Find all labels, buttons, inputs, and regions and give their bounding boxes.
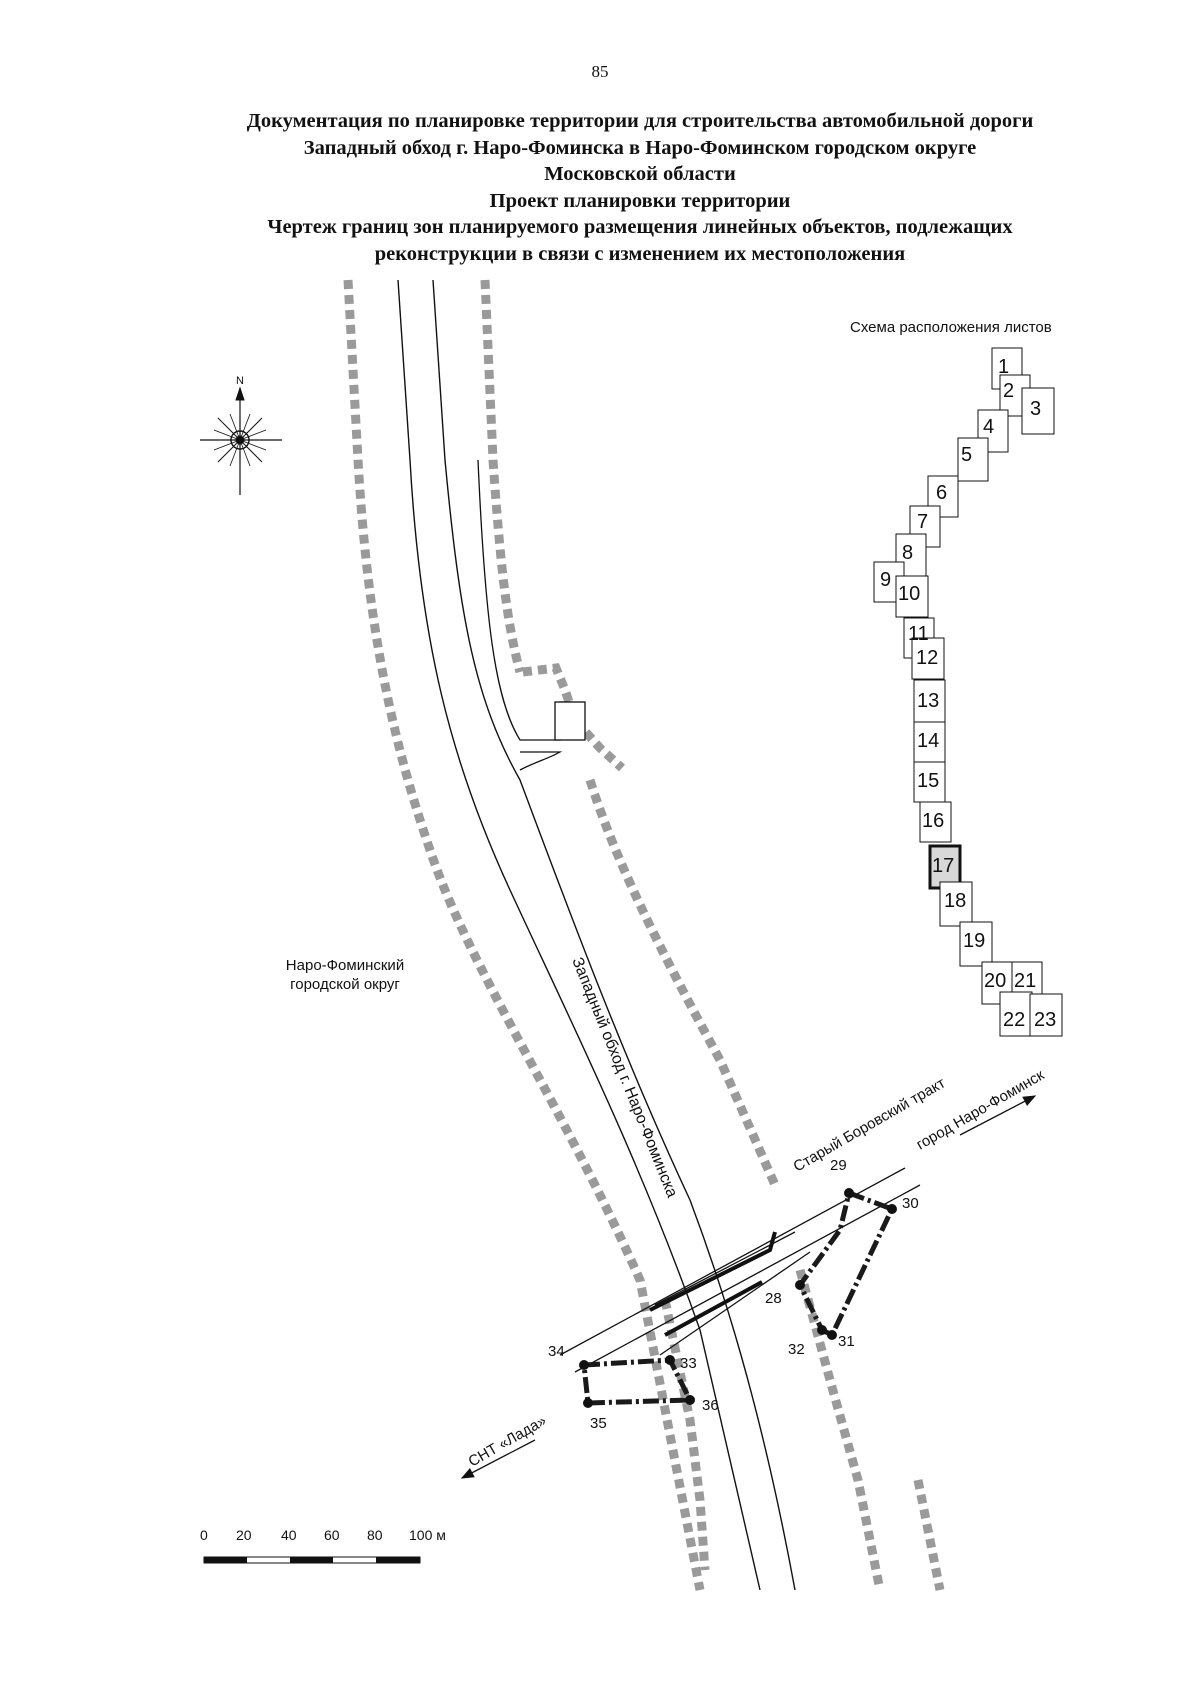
sheet-19 — [959, 921, 993, 967]
sheet-number-5: 5 — [961, 444, 972, 466]
title-line-1: Документация по планировке территории дл… — [246, 110, 1034, 132]
sheet-number-6: 6 — [936, 482, 947, 504]
sheet-15 — [913, 761, 946, 803]
scale-tick-100: 100 м — [409, 1527, 446, 1543]
point-label-28: 28 — [765, 1290, 782, 1307]
point-label-34: 34 — [548, 1343, 565, 1360]
page-number: 85 — [591, 62, 609, 81]
sheet-23 — [1029, 993, 1063, 1037]
direction-label-snt: СНТ «Лада» — [466, 1412, 550, 1470]
sheet-number-10: 10 — [898, 583, 920, 605]
sheet-number-15: 15 — [917, 770, 939, 792]
sheet-number-3: 3 — [1030, 398, 1041, 420]
sheet-3 — [1021, 387, 1055, 435]
title-line-6: реконструкции в связи с изменением их ме… — [374, 242, 906, 265]
sheet-number-1: 1 — [998, 356, 1009, 378]
sheet-16 — [919, 801, 952, 843]
scale-tick-0: 0 — [200, 1527, 208, 1543]
point-label-33: 33 — [680, 1355, 697, 1372]
boundary-zone-west — [581, 1357, 694, 1406]
direction-arrow-city — [959, 1095, 1037, 1136]
sheet-number-17: 17 — [932, 855, 954, 877]
point-label-32: 32 — [788, 1341, 805, 1358]
district-label-line-2: городской округ — [290, 976, 400, 993]
sheet-number-22: 22 — [1003, 1009, 1025, 1031]
road-label-old: Старый Боровский тракт — [791, 1074, 949, 1175]
boundary-points — [579, 1188, 897, 1408]
title-line-2: Западный обход г. Наро-Фоминска в Наро-Ф… — [303, 136, 977, 159]
title-line-5: Чертеж границ зон планируемого размещени… — [267, 216, 1013, 238]
crossing-road — [559, 1167, 921, 1373]
scale-tick-60: 60 — [324, 1527, 340, 1543]
reconstructed-road-edges — [649, 1231, 777, 1337]
main-road — [397, 279, 796, 1591]
sheet-scheme-title: Схема расположения листов — [850, 319, 1052, 336]
point-label-36: 36 — [702, 1397, 719, 1414]
corridor-boundary-right — [480, 279, 945, 1591]
title-line-3: Московской области — [544, 163, 736, 185]
sheet-5 — [957, 437, 989, 482]
district-label-line-1: Наро-Фоминский — [286, 957, 404, 974]
sheet-number-11: 11 — [908, 623, 929, 645]
sheet-number-21: 21 — [1014, 970, 1036, 992]
sheet-number-20: 20 — [984, 970, 1006, 992]
sheet-22 — [999, 991, 1033, 1037]
point-label-31: 31 — [838, 1333, 855, 1350]
sheet-number-12: 12 — [916, 647, 938, 669]
sheet-number-2: 2 — [1003, 380, 1014, 402]
point-label-29: 29 — [830, 1157, 847, 1174]
sheet-18 — [939, 881, 973, 927]
sheet-number-23: 23 — [1034, 1009, 1056, 1031]
document-title: Документация по планировке территории дл… — [100, 108, 1180, 267]
sheet-number-16: 16 — [922, 810, 944, 832]
sheet-13 — [913, 679, 946, 723]
road-label-main: Западный обход г. Наро-Фоминска — [568, 955, 680, 1200]
title-line-4: Проект планировки территории — [489, 189, 791, 212]
sheet-number-18: 18 — [944, 890, 966, 912]
sheet-10 — [895, 575, 929, 618]
scale-tick-40: 40 — [281, 1527, 297, 1543]
sheet-number-14: 14 — [917, 730, 939, 752]
scale-tick-80: 80 — [367, 1527, 383, 1543]
sheet-number-8: 8 — [902, 542, 913, 564]
sheet-number-4: 4 — [983, 416, 994, 438]
point-label-30: 30 — [902, 1195, 919, 1212]
sheet-scheme — [873, 347, 1063, 1037]
sheet-number-13: 13 — [917, 690, 939, 712]
sheet-12 — [911, 637, 945, 680]
compass-rose-icon — [200, 386, 282, 495]
compass-north-label: N — [236, 375, 244, 387]
scale-tick-20: 20 — [236, 1527, 252, 1543]
direction-arrow-snt — [460, 1439, 536, 1479]
access-road — [477, 459, 586, 771]
sheet-number-9: 9 — [880, 569, 891, 591]
sheet-number-19: 19 — [963, 930, 985, 952]
point-label-35: 35 — [590, 1415, 607, 1432]
corridor-boundary-left — [343, 279, 705, 1591]
scale-bar — [203, 1556, 421, 1564]
sheet-number-7: 7 — [917, 511, 928, 533]
